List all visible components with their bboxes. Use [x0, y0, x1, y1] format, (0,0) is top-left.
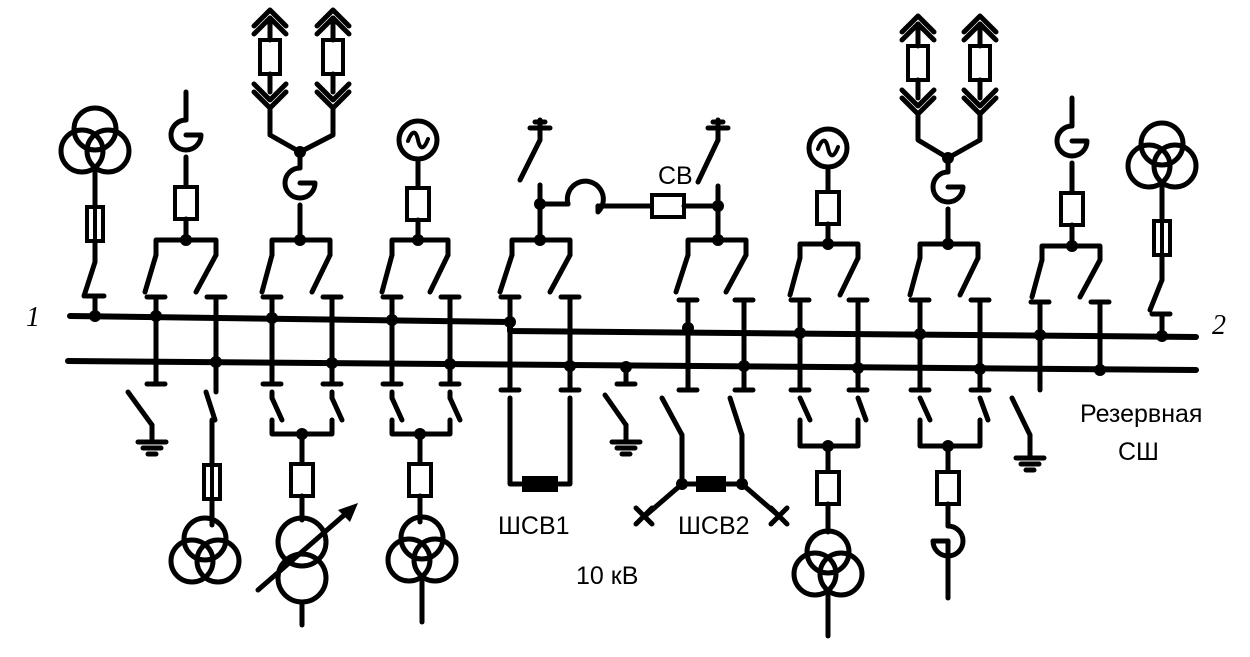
feeder-transformer-bottom-right: [794, 395, 869, 639]
feeder-transformer-right: [1128, 123, 1196, 342]
reserve-bus-label-line2: СШ: [1118, 438, 1159, 466]
sv-label: СВ: [658, 162, 693, 190]
feeder-reactor-line-1: [142, 89, 228, 387]
reserve-bus-label-line1: Резервная: [1080, 400, 1202, 428]
feeder-transformer-bottom-mid: [388, 389, 463, 625]
feeder-transformer-bottom-left: [171, 381, 239, 582]
feeder-regulating-transformer: [255, 389, 358, 628]
feeder-reactor-line-2: [1028, 95, 1112, 393]
shsv2-label: ШСВ2: [678, 512, 750, 540]
busbar-reserve: [65, 358, 1199, 373]
feeder-cable-lines-left: [254, 10, 349, 387]
grounding-switch-center: [602, 361, 640, 454]
bus-coupler-shsv1: [497, 117, 657, 492]
grounding-switch-right: [1009, 395, 1044, 470]
section-breaker-sv: [650, 117, 756, 393]
feeder-reactor-line-bottom: [917, 395, 991, 601]
feeder-generator-left: [379, 121, 462, 387]
feeder-transformer-left: [61, 108, 129, 322]
grounding-switch-left: [125, 389, 166, 454]
bus-2-label: 2: [1212, 310, 1226, 341]
bus-1-label: 1: [26, 302, 40, 333]
voltage-label: 10 кВ: [576, 562, 638, 590]
feeder-generator-right: [787, 129, 870, 393]
shsv1-label: ШСВ1: [498, 512, 570, 540]
feeder-cable-lines-right: [902, 16, 996, 393]
busbar-1: [67, 313, 1199, 340]
bus-coupler-shsv2: [633, 395, 790, 527]
